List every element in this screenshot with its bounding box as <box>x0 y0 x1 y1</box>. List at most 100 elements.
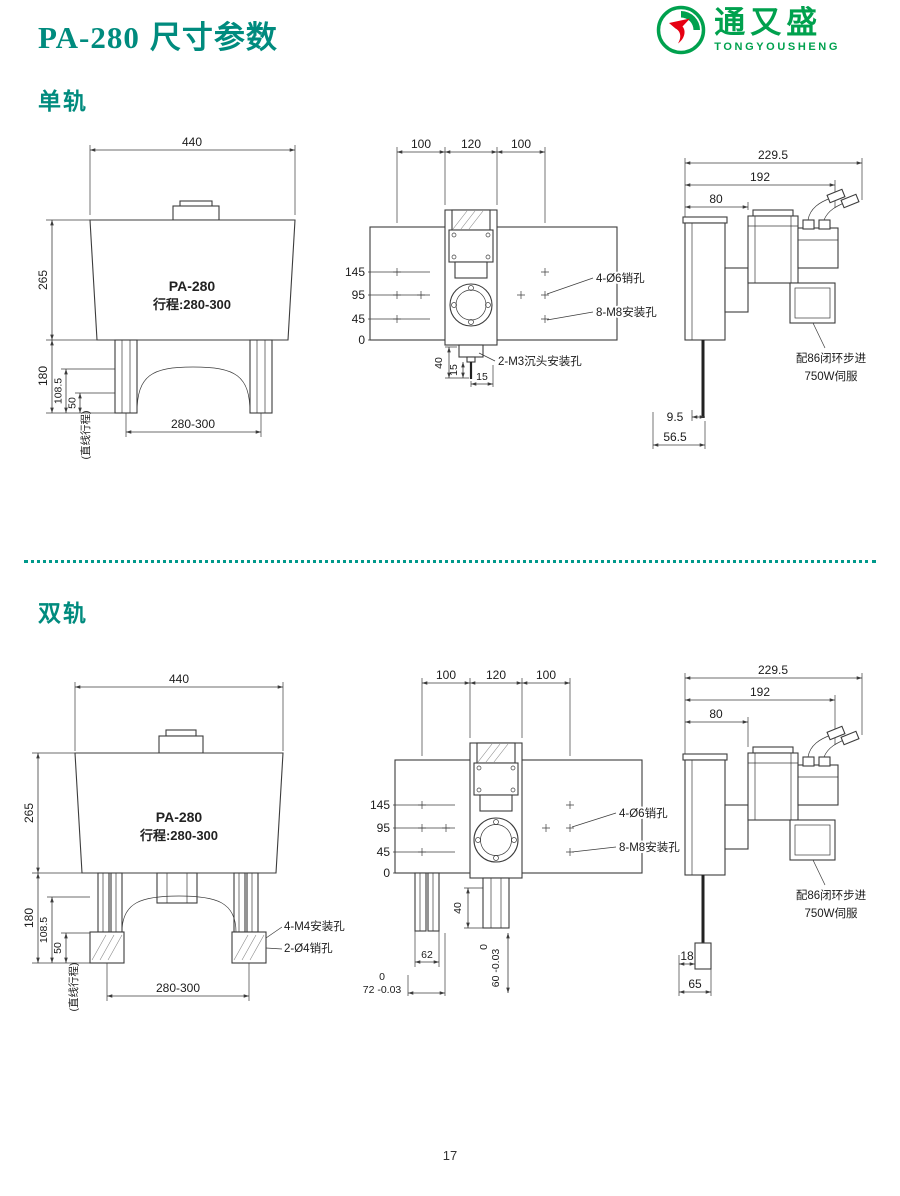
rail-stubs <box>414 872 440 932</box>
dim-hole-rows: 145 95 45 0 <box>370 798 455 880</box>
rail-legs <box>89 872 267 964</box>
dims-bottom: 62 0 72 -0.03 40 0 60 -0.03 <box>363 887 510 996</box>
dim-40: 40 <box>452 902 464 914</box>
row-145: 145 <box>370 798 390 812</box>
dims-bottom: 40 15 15 <box>433 346 494 387</box>
section-label-single: 单轨 <box>38 88 88 114</box>
label-pin-holes: 4-Ø6销孔 <box>546 269 647 295</box>
label-pin-holes: 2-Ø4销孔 <box>265 939 335 957</box>
row-145: 145 <box>345 265 365 279</box>
dim-100-right: 100 <box>536 668 556 682</box>
dim-9-5: 9.5 <box>667 410 684 424</box>
dim-229-5: 229.5 <box>758 663 788 677</box>
row-0: 0 <box>358 333 365 347</box>
motor-label: 配86闭环步进 750W伺服 <box>796 859 867 920</box>
brand-text: 通又盛 TONGYOUSHENG <box>714 5 840 53</box>
dim-108-5: 108.5 <box>53 378 65 404</box>
model-label: PA-280 <box>169 278 216 294</box>
dim-overall-width: 440 <box>89 135 296 215</box>
single-front-view: 440 PA-280 行程:280-300 265 180 <box>36 135 296 460</box>
double-front-view: 440 PA-280 行程:280-300 <box>22 672 347 1012</box>
brand-name-en: TONGYOUSHENG <box>714 40 840 53</box>
dim-80: 80 <box>709 192 723 206</box>
dim-56-5: 56.5 <box>663 430 687 444</box>
dim-440: 440 <box>169 672 189 686</box>
mount-plate <box>682 753 728 876</box>
title-suffix: 尺寸参数 <box>149 20 278 55</box>
dim-rail-span: 280-300 <box>125 413 262 437</box>
label-sink-holes: 2-M3沉头安装孔 <box>478 352 584 370</box>
dim-229-5: 229.5 <box>758 148 788 162</box>
dim-192: 192 <box>750 170 770 184</box>
dim-120: 120 <box>461 137 481 151</box>
brand-name-cn: 通又盛 <box>714 5 823 40</box>
dim-rail-span: 280-300 <box>106 963 250 1001</box>
single-top-view: 100 120 100 145 95 45 0 <box>345 137 659 387</box>
dim-50: 50 <box>52 942 64 954</box>
linear-stroke-label: (直线行程) <box>79 411 92 460</box>
dim-15-h: 15 <box>476 371 488 383</box>
dim-265: 265 <box>36 270 50 290</box>
legs <box>114 339 273 414</box>
sink-holes-label: 2-M3沉头安装孔 <box>498 354 582 368</box>
dim-100-left: 100 <box>436 668 456 682</box>
dim-top-row: 100 120 100 <box>421 668 571 756</box>
dim-40: 40 <box>433 357 445 369</box>
model-label: PA-280 <box>156 809 203 825</box>
pin-holes-label: 4-Ø6销孔 <box>619 806 668 820</box>
dim-overall-width: 440 <box>74 672 284 751</box>
dim-50: 50 <box>67 397 79 409</box>
dim-top-row: 100 120 100 <box>396 137 546 223</box>
page-number: 17 <box>442 1148 458 1163</box>
label-pin-holes: 4-Ø6销孔 <box>571 804 670 828</box>
dim-15-v: 15 <box>448 364 460 376</box>
motor-label-line2: 750W伺服 <box>804 907 858 920</box>
slide-body: PA-280 行程:280-300 <box>74 729 284 874</box>
motor-label-line1: 配86闭环步进 <box>796 352 867 365</box>
label-mount-holes: 8-M8安装孔 <box>571 838 682 856</box>
hole-markers <box>393 268 549 323</box>
dim-100-left: 100 <box>411 137 431 151</box>
stroke-label: 行程:280-300 <box>152 297 231 312</box>
motor-label-line2: 750W伺服 <box>804 370 858 383</box>
dims-top: 229.5 192 80 <box>684 663 863 755</box>
dim-80: 80 <box>709 707 723 721</box>
linear-stroke-label: (直线行程) <box>67 963 80 1012</box>
motor-label-line1: 配86闭环步进 <box>796 889 867 902</box>
mount-holes-label: 8-M8安装孔 <box>596 305 657 319</box>
dim-180: 180 <box>22 908 36 928</box>
label-mount-holes: 8-M8安装孔 <box>546 303 659 321</box>
dim-60-tolerance-upper: 0 <box>478 944 490 950</box>
dim-65: 65 <box>688 977 702 991</box>
dim-440: 440 <box>182 135 202 149</box>
carriage-assembly <box>444 209 498 379</box>
dim-120: 120 <box>486 668 506 682</box>
stroke-label: 行程:280-300 <box>139 828 218 843</box>
dim-192: 192 <box>750 685 770 699</box>
dim-60-tolerance: 60 -0.03 <box>490 949 502 988</box>
dim-72-tolerance-upper: 0 <box>379 971 385 983</box>
label-mount-holes: 4-M4安装孔 <box>265 917 347 939</box>
dim-62: 62 <box>421 949 433 961</box>
brand-logo: 通又盛 TONGYOUSHENG <box>656 5 840 55</box>
row-0: 0 <box>383 866 390 880</box>
dim-18: 18 <box>680 949 694 963</box>
row-45: 45 <box>352 312 366 326</box>
motor-label: 配86闭环步进 750W伺服 <box>796 322 867 383</box>
dim-180: 180 <box>36 366 50 386</box>
single-side-view: 229.5 192 80 <box>652 148 867 449</box>
dims-top: 229.5 192 80 <box>684 148 863 218</box>
dim-108-5: 108.5 <box>38 917 50 943</box>
dim-100-right: 100 <box>511 137 531 151</box>
hole-markers <box>418 801 574 856</box>
motor-assembly <box>724 188 860 324</box>
dim-280-300: 280-300 <box>156 981 200 995</box>
slide-body: PA-280 行程:280-300 <box>89 200 296 341</box>
motor-assembly <box>724 725 860 861</box>
dim-72-tolerance: 72 -0.03 <box>363 984 402 996</box>
dim-left-chain: 265 180 108.5 50 <box>36 219 115 414</box>
dims-bottom: 9.5 56.5 <box>652 410 706 449</box>
mount-holes-label: 4-M4安装孔 <box>284 919 345 933</box>
